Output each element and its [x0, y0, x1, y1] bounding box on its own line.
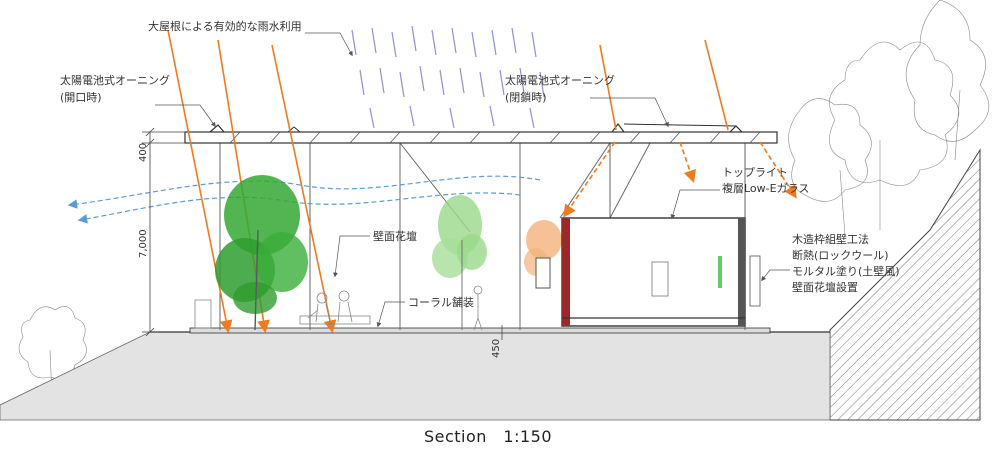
dimension-roof: 400 [138, 143, 149, 162]
interior-room [535, 217, 761, 327]
dimension-height: 7,000 [138, 229, 149, 258]
tree-dark-green [215, 175, 308, 331]
floor-slab [189, 327, 771, 334]
background-trees [18, 0, 990, 396]
label-awning-open-1: 太陽電池式オーニング [60, 73, 170, 87]
label-coral-paving: コーラル舗装 [408, 295, 474, 309]
roof [184, 123, 778, 144]
label-awning-open-2: (開口時) [60, 91, 102, 104]
structure-columns [219, 142, 746, 330]
label-toplight-1: トップライト [722, 166, 788, 179]
label-spec-4: 壁面花壇設置 [792, 280, 858, 294]
label-awning-closed-2: (閉鎖時) [505, 90, 547, 104]
drawing-caption: Section 1:150 [424, 427, 552, 446]
label-toplight-2: 複層Low-Eガラス [722, 181, 809, 195]
label-rainwater: 大屋根による有効的な雨水利用 [148, 19, 302, 33]
label-spec-3: モルタル塗り(土壁風) [792, 264, 900, 278]
dimension-floor: 450 [491, 339, 502, 358]
dimension-lines [142, 127, 503, 340]
label-spec-1: 木造枠組壁工法 [792, 232, 869, 246]
ground-section [0, 331, 831, 421]
label-spec-2: 断熱(ロックウール) [792, 248, 889, 262]
label-wall-planter: 壁面花壇 [373, 229, 417, 243]
label-awning-closed-1: 太陽電池式オーニング [505, 73, 615, 87]
annotation-leaders [155, 32, 790, 328]
rain-lines [351, 25, 545, 129]
tree-light-green [432, 195, 487, 330]
